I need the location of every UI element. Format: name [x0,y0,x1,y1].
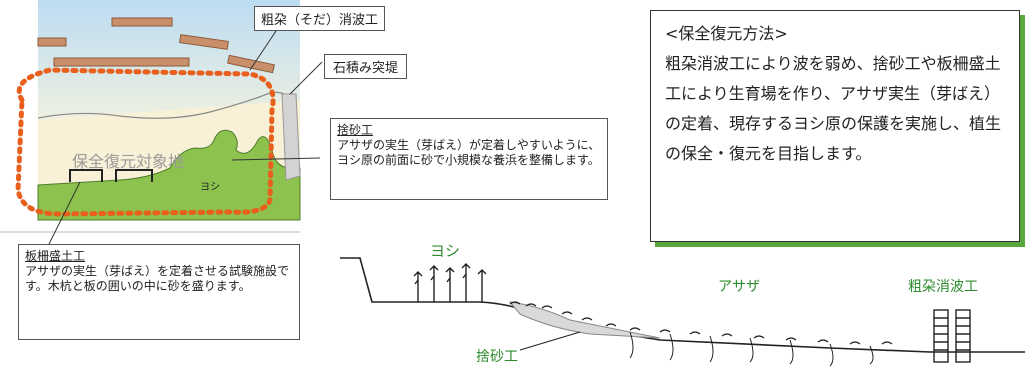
sand-fill-title: 捨砂工 [337,123,374,137]
board-fence-title: 板柵盛土工 [25,249,86,263]
reed-label: ヨシ [430,242,461,260]
sand-fill-callout: 捨砂工 アサザの実生（芽ばえ）が定着しやすいように、ヨシ原の前面に砂で小規模な養… [330,118,608,200]
board-fence-2 [115,169,153,182]
asaza-roots [629,331,874,367]
sand-fill-wedge [508,301,661,339]
leader-jetty [289,61,323,95]
wave-break-structure [933,309,971,363]
shoreline [37,91,285,119]
restoration-method-title: <保全復元方法> [665,24,788,43]
cross-section-illustration [340,257,1025,367]
leader-sand [231,157,321,161]
asaza-label: アサザ [718,279,760,295]
reed-plants [413,263,487,302]
shore-profile [340,257,1025,353]
restoration-method-description: 粗朶消波工により波を弱め、捨砂工や板柵盛土工により生育場を作り、アサザ実生（芽ば… [665,54,1002,163]
soda-wave-break-label: 粗朶（そだ）消波工 [254,6,386,31]
sand-fill-section-label: 捨砂工 [476,349,518,365]
board-fence-1 [69,169,103,182]
target-area-label: 保全復元対象地 [72,152,185,171]
stone-jetty-label: 石積み突堤 [324,54,408,79]
reed-label-small: ヨシ [200,182,220,193]
board-fence-callout: 板柵盛土工 アサザの実生（芽ばえ）を定着させる試験施設です。木杭と板の囲いの中に… [18,244,300,340]
soda-wave-break-short-label: 粗朶消波工 [908,279,978,295]
leader-soda [249,27,279,71]
sand-fill-description: アサザの実生（芽ばえ）が定着しやすいように、ヨシ原の前面に砂で小規模な養浜を整備… [337,138,601,167]
aerial-illustration [0,0,323,247]
leader-sandfill-section [519,331,581,351]
board-fence-description: アサザの実生（芽ばえ）を定着させる試験施設です。木杭と板の囲いの中に砂を盛ります… [25,264,290,293]
leader-board [47,181,81,247]
asaza-leaves [509,301,893,345]
soda-wave-break-bars [37,17,275,74]
target-area-outline [15,67,276,217]
restoration-method-box: <保全復元方法> 粗朶消波工により波を弱め、捨砂工や板柵盛土工により生育場を作り… [650,10,1020,242]
